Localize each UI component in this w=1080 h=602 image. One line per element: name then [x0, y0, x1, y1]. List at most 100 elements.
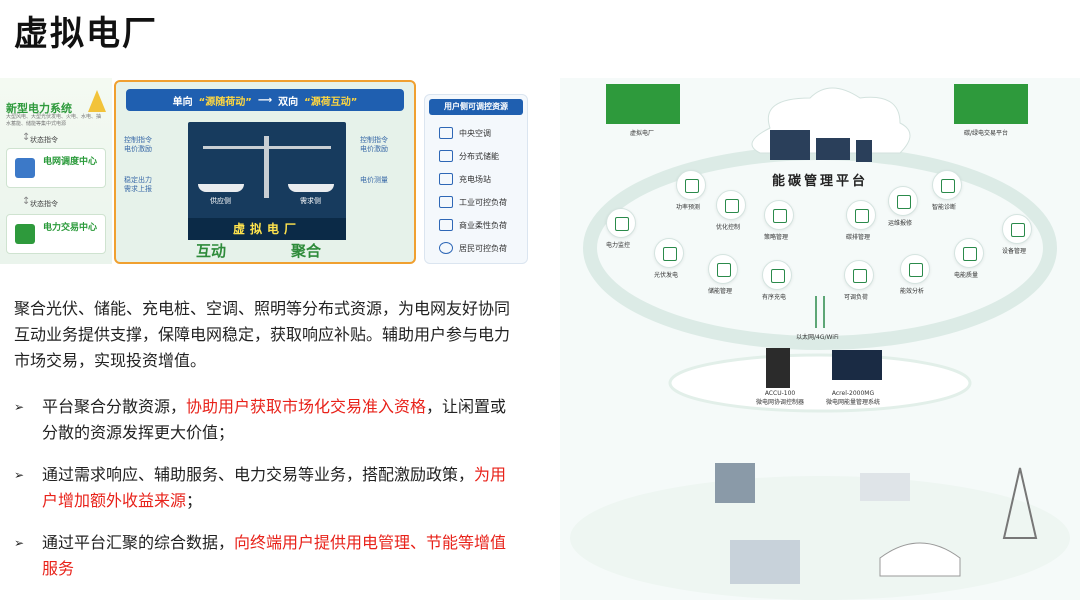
quality-icon [963, 247, 977, 261]
bullet-text: 通过平台汇聚的综合数据，向终端用户提供用电管理、节能等增值服务 [42, 530, 516, 582]
function-label: 电能质量 [954, 272, 979, 279]
charger-icon [439, 173, 453, 185]
balance-scene: 供应侧 需求侧 虚拟电厂 [188, 122, 346, 240]
vpp-caption: 虚拟电厂 [630, 130, 655, 137]
intro-paragraph: 聚合光伏、储能、充电桩、空调、照明等分布式资源，为电网友好协同互动业务提供支撑，… [14, 299, 511, 370]
strategy-icon [773, 209, 787, 223]
function-node [764, 200, 794, 230]
function-node [932, 170, 962, 200]
function-label: 有序充电 [762, 294, 787, 301]
vpp-concept-diagram: 新型电力系统 大型风电、大型光伏发电、火电、水电、抽水蓄能、储能等集中式电源 ↕… [0, 78, 528, 264]
bullet-text: 通过需求响应、辅助服务、电力交易等业务，搭配激励政策，为用户增加额外收益来源； [42, 462, 516, 514]
banner-left-highlight: “源随荷动” [198, 96, 252, 108]
network-label: 以太网/4G/WiFi [796, 334, 839, 341]
status-cmd-label: 状态指令 [30, 200, 58, 208]
function-node [844, 260, 874, 290]
list-item-label: 中央空调 [459, 128, 491, 138]
dispatch-icon [15, 158, 35, 178]
device1-label: ACCU-100 微电网协调控制器 [756, 390, 805, 406]
supply-pan [198, 184, 244, 192]
list-item-label: 商业柔性负荷 [459, 220, 507, 230]
trade-center-box: 电力交易中心 [6, 214, 106, 254]
banner-right: 双向 [278, 96, 299, 108]
interaction-label: 互动 [196, 242, 227, 260]
demand-label: 需求侧 [300, 197, 321, 205]
grid-system-title: 新型电力系统 [6, 102, 72, 115]
demand-pan [288, 184, 334, 192]
bullet-pre: 平台聚合分散资源， [42, 397, 187, 416]
ac-icon [439, 127, 453, 139]
left-control-label: 控制指令 电价激励 [124, 136, 152, 153]
grid-column: 新型电力系统 大型风电、大型光伏发电、火电、水电、抽水蓄能、储能等集中式电源 ↕… [0, 78, 112, 264]
list-item: 中央空调 [439, 127, 491, 139]
list-item: 分布式储能 [439, 150, 499, 162]
diagram-background [570, 84, 1070, 600]
bullet-item: ➢ 平台聚合分散资源，协助用户获取市场化交易准入资格，让闲置或分散的资源发挥更大… [14, 394, 516, 446]
mode-banner: 单向“源随荷动” ⟶ 双向“源荷互动” [126, 89, 404, 111]
vpp-center-panel: 单向“源随荷动” ⟶ 双向“源荷互动” 控制指令 电价激励 稳定出力 需求上报 … [114, 80, 416, 264]
function-label: 能效分析 [900, 288, 925, 295]
power-tower-icon [88, 90, 106, 112]
building-icon [439, 219, 453, 231]
bullet-post: ； [186, 491, 203, 510]
bullet-item: ➢ 通过平台汇聚的综合数据，向终端用户提供用电管理、节能等增值服务 [14, 530, 516, 582]
function-node [888, 186, 918, 216]
forecast-icon [685, 179, 699, 193]
bullet-highlight: 向终端用户提供用电管理、节能等增值服务 [42, 533, 507, 578]
updown-arrow-icon: ↕ [22, 132, 31, 143]
device2-label: Acrel-2000MG 微电网能量管理系统 [826, 390, 881, 406]
bullet-item: ➢ 通过需求响应、辅助服务、电力交易等业务，搭配激励政策，为用户增加额外收益来源… [14, 462, 516, 514]
user-side-title: 用户侧可调控资源 [429, 99, 523, 115]
energy-platform-diagram: 虚拟电厂 碳/绿电交易平台 能碳管理平台 功率预测 优化控制 策略管理 碳排管理… [560, 78, 1080, 600]
function-node [900, 254, 930, 284]
trade-icon [15, 224, 35, 244]
list-item: 工业可控负荷 [439, 196, 507, 208]
function-label: 碳排管理 [846, 234, 871, 241]
list-item-label: 分布式储能 [459, 151, 499, 161]
efficiency-icon [909, 263, 923, 277]
bullet-highlight: 为用户增加额外收益来源 [42, 465, 507, 510]
dispatch-center-box: 电网调度中心 [6, 148, 106, 188]
load-icon [853, 269, 867, 283]
bullet-post: ，让闲置或分散的资源发挥更大价值； [42, 397, 507, 442]
function-node [676, 170, 706, 200]
function-label: 功率预测 [676, 204, 701, 211]
carbon-icon [855, 209, 869, 223]
scale-beam [203, 146, 331, 149]
list-item: 充电场站 [439, 173, 491, 185]
right-control-label: 控制指令 电价激励 [360, 136, 388, 153]
banner-left: 单向 [172, 96, 193, 108]
list-item-label: 居民可控负荷 [459, 243, 507, 253]
list-item-label: 工业可控负荷 [459, 197, 507, 207]
status-cmd-label: 状态指令 [30, 136, 58, 144]
storage-icon [717, 263, 731, 277]
banner-right-highlight: “源荷互动” [304, 96, 358, 108]
bullet-text: 平台聚合分散资源，协助用户获取市场化交易准入资格，让闲置或分散的资源发挥更大价值… [42, 394, 516, 446]
function-label: 可调负荷 [844, 294, 869, 301]
function-label: 运维报修 [888, 220, 913, 227]
list-item: 商业柔性负荷 [439, 219, 507, 231]
pv-icon [663, 247, 677, 261]
updown-arrow-icon: ↕ [22, 196, 31, 207]
bullet-marker: ➢ [14, 468, 25, 482]
function-node [1002, 214, 1032, 244]
function-node [708, 254, 738, 284]
trade-platform-caption: 碳/绿电交易平台 [964, 130, 1009, 137]
user-side-panel: 用户侧可调控资源 中央空调 分布式储能 充电场站 工业可控负荷 商业柔性负荷 居… [424, 94, 528, 264]
control-icon [725, 199, 739, 213]
list-item: 居民可控负荷 [439, 242, 507, 254]
device-icon [1011, 223, 1025, 237]
monitor-icon [615, 217, 629, 231]
function-node [846, 200, 876, 230]
factory-icon [439, 196, 453, 208]
function-node [954, 238, 984, 268]
scale-post [264, 136, 269, 198]
function-label: 智能诊断 [932, 204, 957, 211]
function-label: 电力监控 [606, 242, 631, 249]
function-node [762, 260, 792, 290]
dispatch-center-label: 电网调度中心 [43, 157, 98, 167]
bullet-pre: 通过需求响应、辅助服务、电力交易等业务，搭配激励政策， [42, 465, 475, 484]
bullet-pre: 通过平台汇聚的综合数据， [42, 533, 235, 552]
function-label: 设备管理 [1002, 248, 1027, 255]
storage-icon [439, 150, 453, 162]
